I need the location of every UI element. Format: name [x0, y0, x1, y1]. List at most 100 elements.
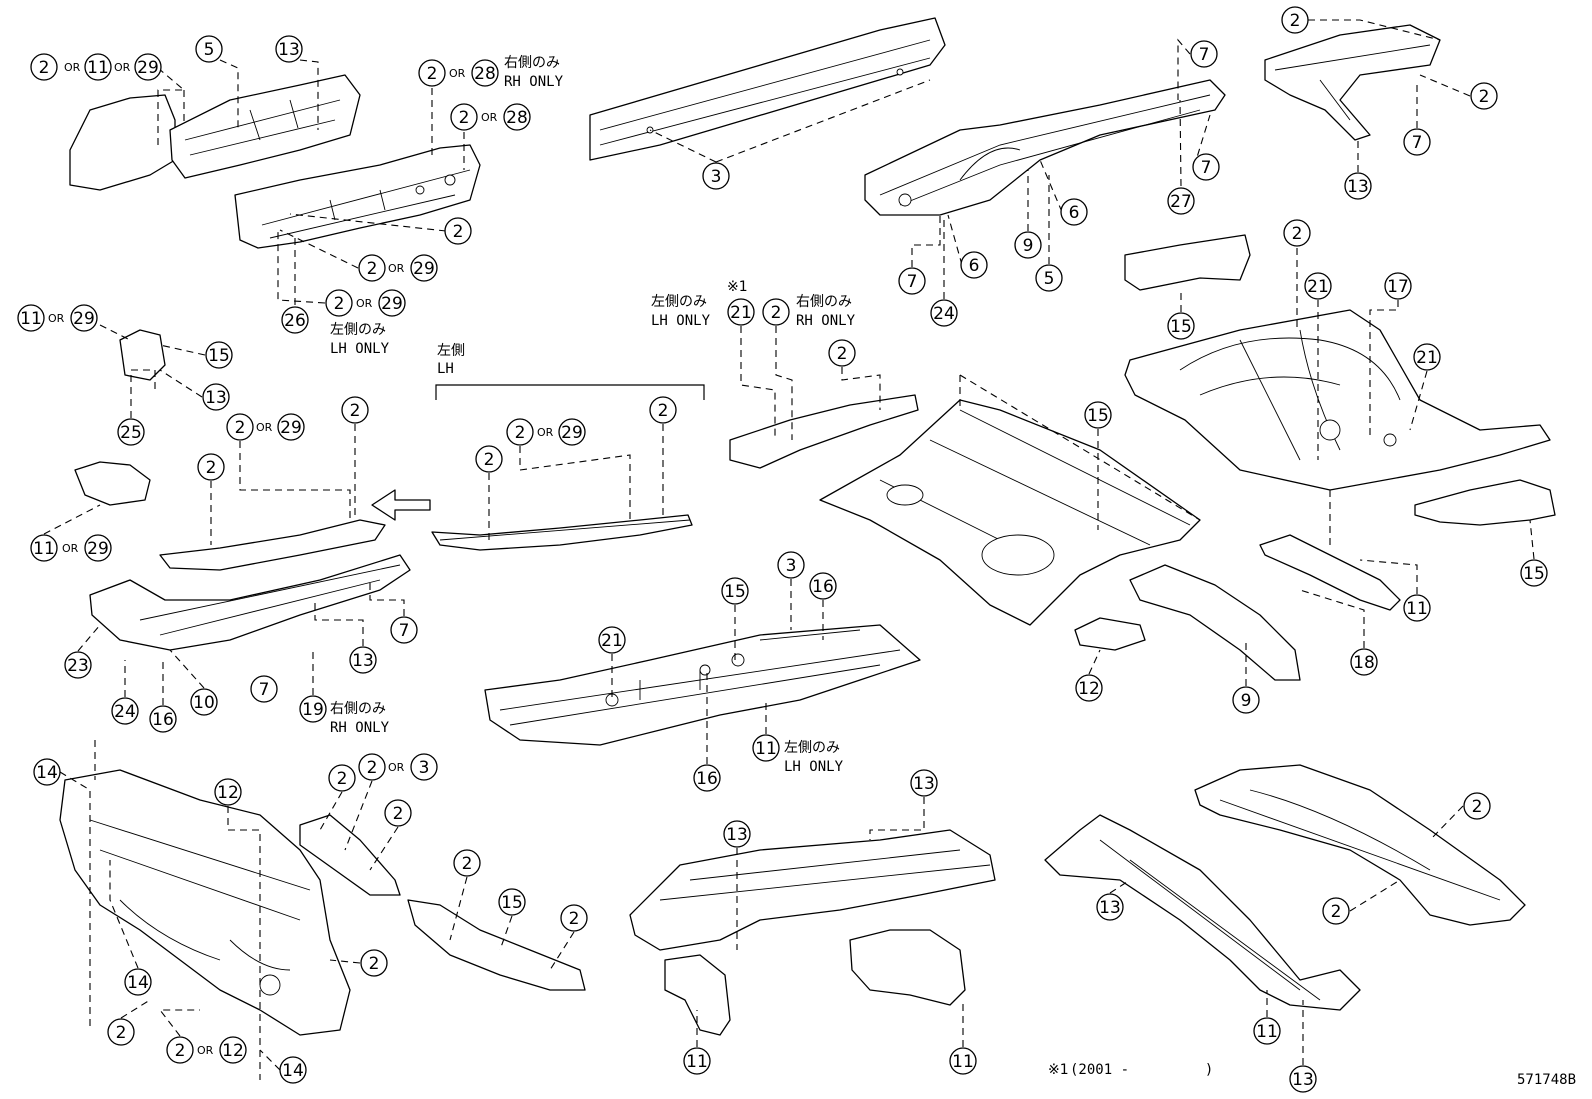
part-callout-14[interactable]: 14 — [33, 758, 61, 786]
part-callout-21[interactable]: 21 — [1413, 343, 1441, 371]
part-callout-11[interactable]: 11 — [1253, 1017, 1281, 1045]
part-callout-12[interactable]: 12 — [1075, 674, 1103, 702]
part-callout-13[interactable]: 13 — [1344, 172, 1372, 200]
part-callout-17[interactable]: 17 — [1384, 272, 1412, 300]
part-callout-2[interactable]: 2 — [1463, 792, 1491, 820]
part-callout-7[interactable]: 7 — [1403, 128, 1431, 156]
part-callout-2[interactable]: 2 — [444, 217, 472, 245]
part-callout-10[interactable]: 10 — [190, 688, 218, 716]
part-callout-29[interactable]: 29 — [558, 418, 586, 446]
part-callout-16[interactable]: 16 — [693, 764, 721, 792]
part-callout-13[interactable]: 13 — [1096, 893, 1124, 921]
part-callout-13[interactable]: 13 — [910, 769, 938, 797]
part-callout-13[interactable]: 13 — [349, 646, 377, 674]
part-callout-15[interactable]: 15 — [1167, 312, 1195, 340]
part-callout-2[interactable]: 2 — [358, 254, 386, 282]
part-callout-3[interactable]: 3 — [777, 551, 805, 579]
part-callout-12[interactable]: 12 — [219, 1036, 247, 1064]
part-callout-28[interactable]: 28 — [471, 59, 499, 87]
part-callout-3[interactable]: 3 — [702, 162, 730, 190]
part-callout-14[interactable]: 14 — [279, 1056, 307, 1084]
part-callout-27[interactable]: 27 — [1167, 187, 1195, 215]
part-callout-7[interactable]: 7 — [1190, 40, 1218, 68]
part-callout-15[interactable]: 15 — [498, 888, 526, 916]
part-callout-21[interactable]: 21 — [1304, 272, 1332, 300]
part-callout-11[interactable]: 11 — [949, 1047, 977, 1075]
part-callout-2[interactable]: 2 — [560, 904, 588, 932]
part-callout-2[interactable]: 2 — [166, 1036, 194, 1064]
part-callout-2[interactable]: 2 — [341, 396, 369, 424]
part-callout-15[interactable]: 15 — [1084, 401, 1112, 429]
part-callout-5[interactable]: 5 — [195, 35, 223, 63]
part-callout-26[interactable]: 26 — [281, 306, 309, 334]
part-callout-15[interactable]: 15 — [1520, 559, 1548, 587]
part-callout-2[interactable]: 2 — [360, 949, 388, 977]
part-callout-11[interactable]: 11 — [84, 53, 112, 81]
part-callout-6[interactable]: 6 — [960, 251, 988, 279]
part-callout-2[interactable]: 2 — [325, 289, 353, 317]
part-callout-2[interactable]: 2 — [226, 413, 254, 441]
part-callout-7[interactable]: 7 — [250, 675, 278, 703]
part-callout-21[interactable]: 21 — [598, 626, 626, 654]
part-callout-7[interactable]: 7 — [390, 616, 418, 644]
part-callout-9[interactable]: 9 — [1232, 686, 1260, 714]
part-callout-12[interactable]: 12 — [214, 778, 242, 806]
part-callout-13[interactable]: 13 — [275, 35, 303, 63]
part-callout-2[interactable]: 2 — [30, 53, 58, 81]
part-callout-3[interactable]: 3 — [410, 753, 438, 781]
part-callout-16[interactable]: 16 — [149, 705, 177, 733]
part-callout-24[interactable]: 24 — [111, 697, 139, 725]
part-callout-14[interactable]: 14 — [124, 968, 152, 996]
part-callout-23[interactable]: 23 — [64, 651, 92, 679]
part-callout-29[interactable]: 29 — [84, 534, 112, 562]
part-callout-28[interactable]: 28 — [503, 103, 531, 131]
part-callout-2[interactable]: 2 — [762, 298, 790, 326]
part-callout-13[interactable]: 13 — [723, 820, 751, 848]
part-callout-7[interactable]: 7 — [898, 267, 926, 295]
part-callout-2[interactable]: 2 — [197, 453, 225, 481]
part-callout-11[interactable]: 11 — [752, 734, 780, 762]
part-callout-25[interactable]: 25 — [117, 418, 145, 446]
part-callout-2[interactable]: 2 — [384, 799, 412, 827]
part-callout-11[interactable]: 11 — [17, 304, 45, 332]
callout-number: 11 — [1406, 599, 1428, 619]
part-callout-24[interactable]: 24 — [930, 299, 958, 327]
part-callout-2[interactable]: 2 — [649, 396, 677, 424]
part-callout-16[interactable]: 16 — [809, 572, 837, 600]
callout-circle — [195, 35, 223, 63]
part-callout-13[interactable]: 13 — [202, 383, 230, 411]
part-callout-2[interactable]: 2 — [107, 1018, 135, 1046]
part-callout-2[interactable]: 2 — [1281, 6, 1309, 34]
part-callout-11[interactable]: 11 — [683, 1047, 711, 1075]
callout-number: 12 — [222, 1041, 244, 1061]
part-callout-2[interactable]: 2 — [453, 849, 481, 877]
part-callout-29[interactable]: 29 — [134, 53, 162, 81]
part-callout-29[interactable]: 29 — [277, 413, 305, 441]
part-callout-18[interactable]: 18 — [1350, 648, 1378, 676]
part-callout-15[interactable]: 15 — [205, 341, 233, 369]
part-callout-15[interactable]: 15 — [721, 577, 749, 605]
part-callout-2[interactable]: 2 — [450, 103, 478, 131]
part-callout-11[interactable]: 11 — [1403, 594, 1431, 622]
part-callout-2[interactable]: 2 — [506, 418, 534, 446]
part-callout-2[interactable]: 2 — [418, 59, 446, 87]
part-callout-29[interactable]: 29 — [410, 254, 438, 282]
part-callout-2[interactable]: 2 — [328, 764, 356, 792]
part-callout-2[interactable]: 2 — [1470, 82, 1498, 110]
part-callout-2[interactable]: 2 — [828, 339, 856, 367]
part-callout-21[interactable]: 21 — [727, 298, 755, 326]
part-callout-11[interactable]: 11 — [30, 534, 58, 562]
part-callout-2[interactable]: 2 — [358, 753, 386, 781]
part-callout-2[interactable]: 2 — [1322, 897, 1350, 925]
part-callout-7[interactable]: 7 — [1192, 153, 1220, 181]
part-callout-29[interactable]: 29 — [378, 289, 406, 317]
part-callout-6[interactable]: 6 — [1060, 198, 1088, 226]
part-callout-2[interactable]: 2 — [475, 445, 503, 473]
part-callout-13[interactable]: 13 — [1289, 1065, 1317, 1093]
part-callout-2[interactable]: 2 — [1283, 219, 1311, 247]
lh-only-jp-1: 左側のみ — [330, 322, 386, 338]
part-callout-19[interactable]: 19 — [299, 695, 327, 723]
part-callout-29[interactable]: 29 — [70, 304, 98, 332]
part-callout-9[interactable]: 9 — [1014, 231, 1042, 259]
part-callout-5[interactable]: 5 — [1035, 264, 1063, 292]
